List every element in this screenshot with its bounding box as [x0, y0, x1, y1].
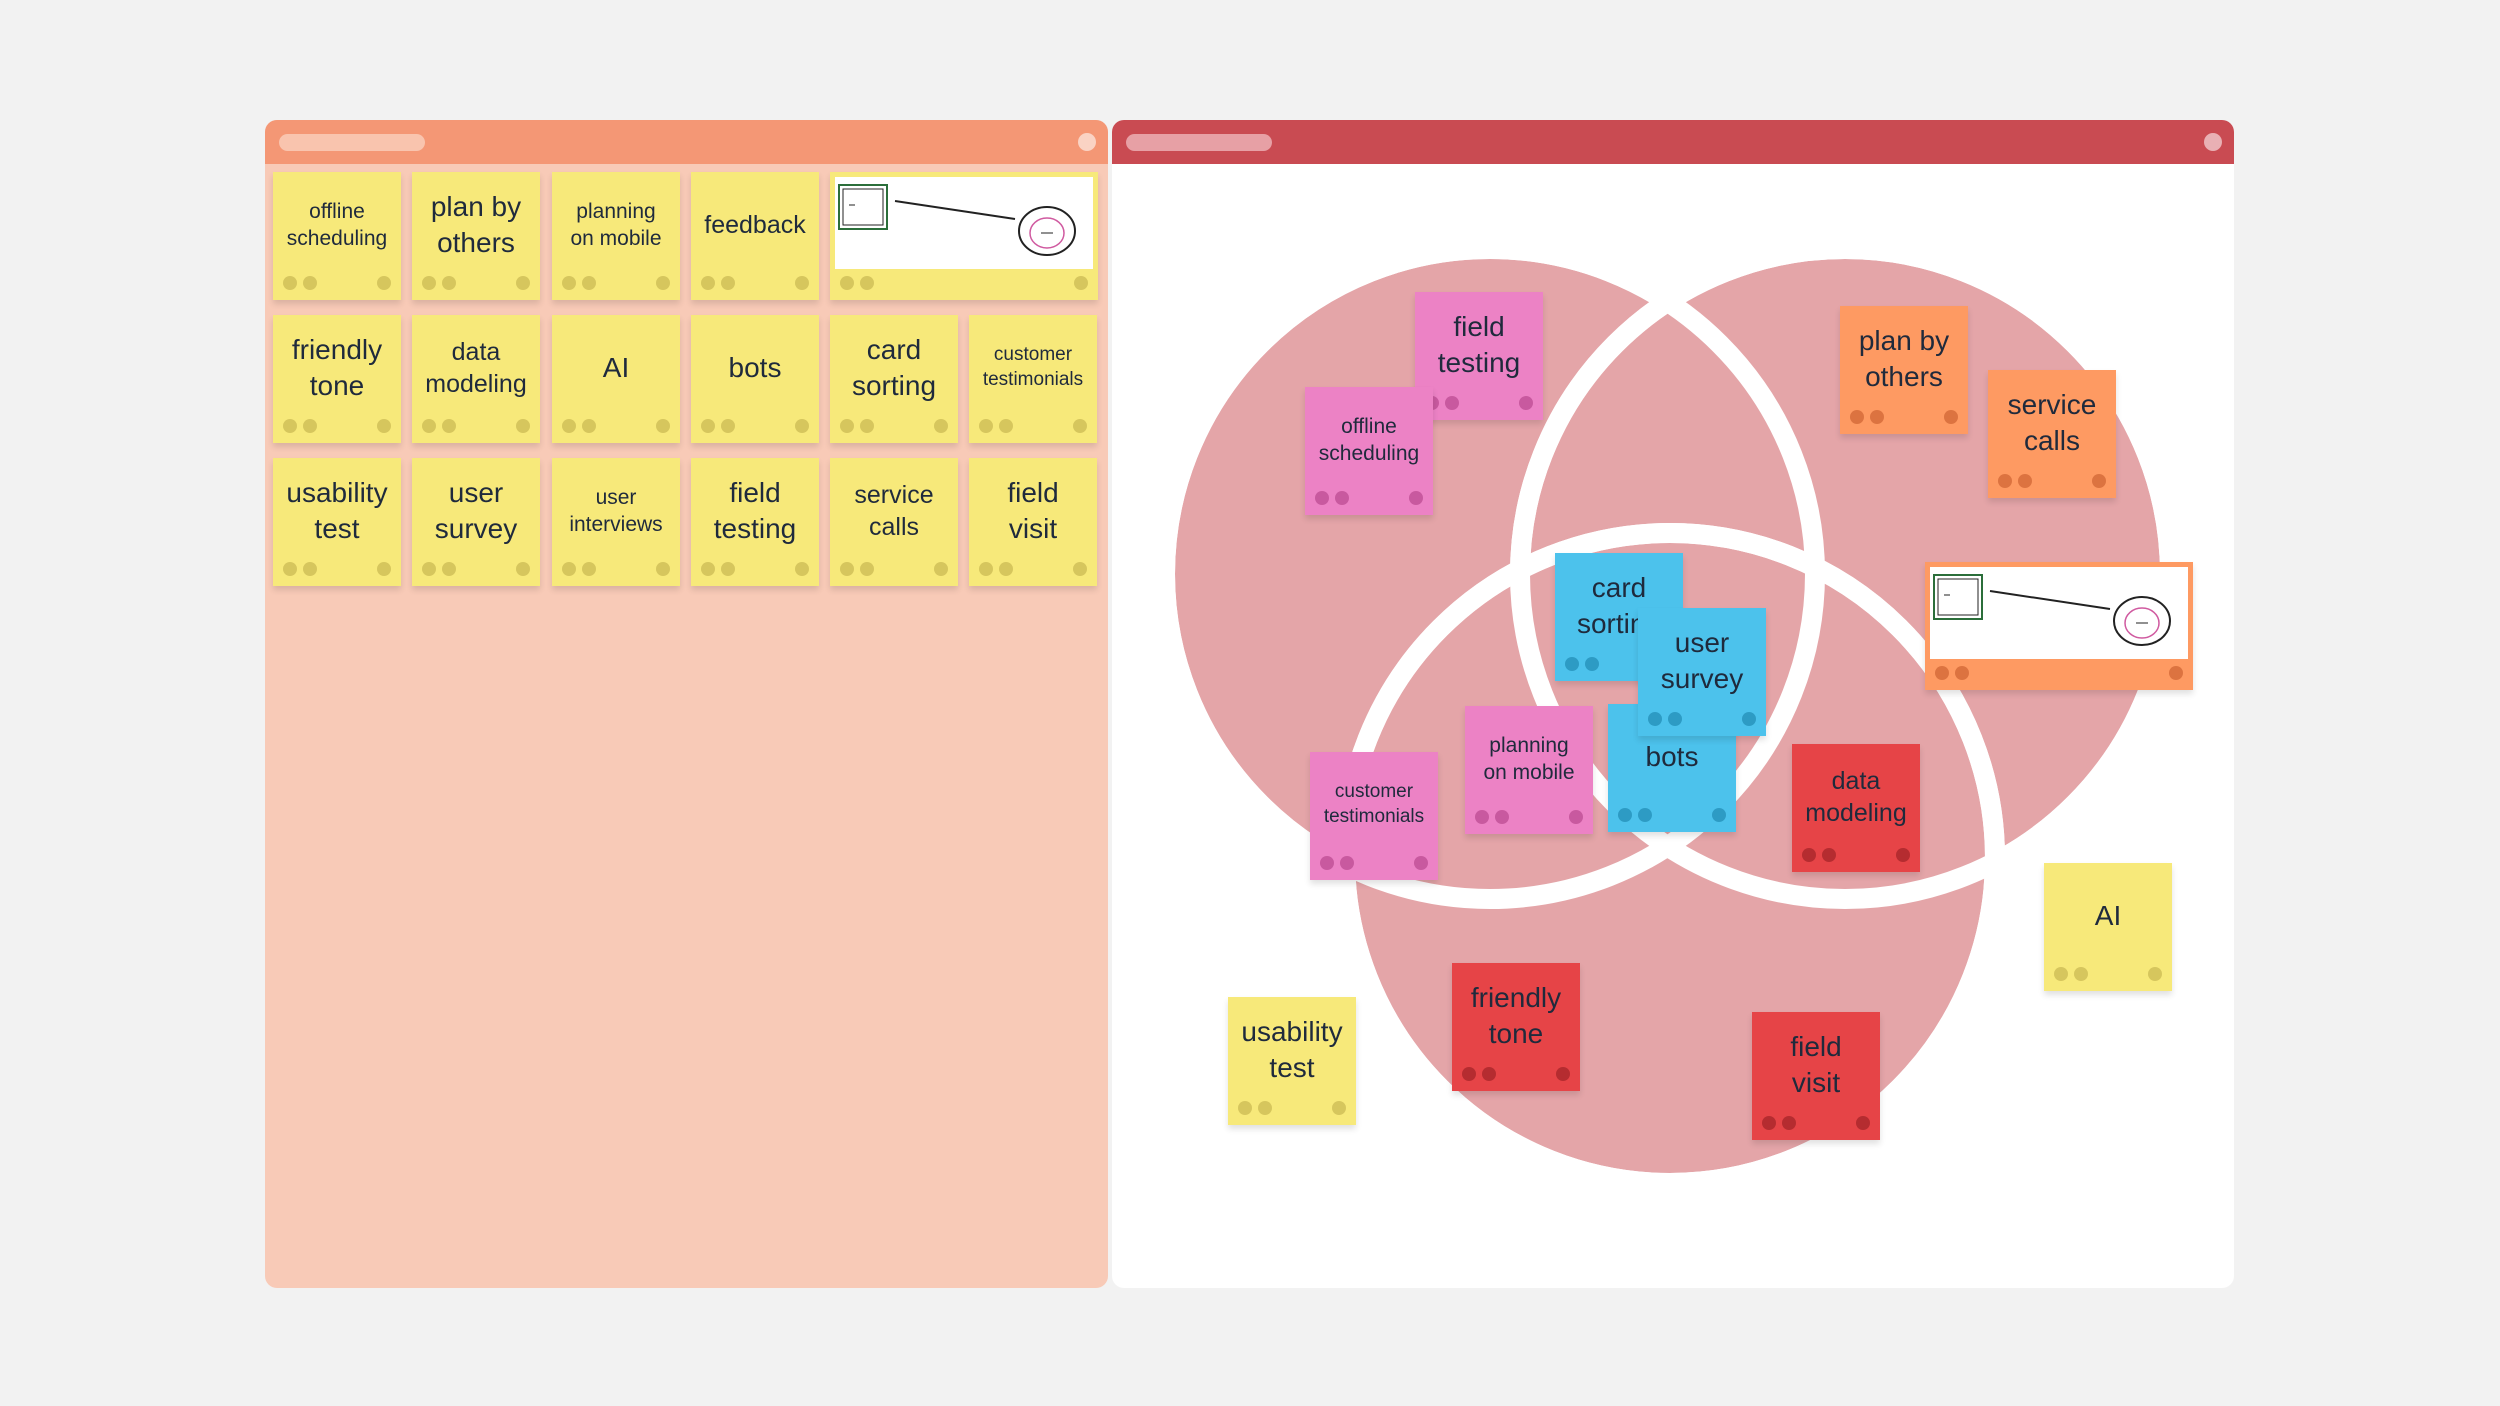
diagram-card[interactable]: [830, 172, 1098, 300]
sticky-note[interactable]: service calls: [830, 458, 958, 586]
note-text: AI: [602, 351, 630, 383]
sticky-note[interactable]: customer testimonials: [969, 315, 1097, 443]
note-text: customer testimonials: [982, 344, 1084, 390]
sticky-note[interactable]: bots: [691, 315, 819, 443]
sticky-note[interactable]: field testing: [1415, 292, 1543, 420]
left-panel-title-placeholder: [279, 134, 425, 151]
note-text: field testing: [1437, 310, 1521, 378]
note-text: user interviews: [569, 485, 663, 536]
sticky-note[interactable]: data modeling: [1792, 744, 1920, 872]
right-panel-header[interactable]: [1112, 120, 2234, 164]
note-text: card sorting: [851, 333, 937, 401]
note-text: feedback: [704, 210, 806, 239]
note-text: offline scheduling: [286, 199, 388, 250]
note-text: usability test: [1241, 1015, 1343, 1083]
sticky-note[interactable]: user interviews: [552, 458, 680, 586]
note-text: bots: [1645, 740, 1699, 772]
left-board-panel[interactable]: [265, 120, 1108, 1288]
diagram-card[interactable]: [1925, 562, 2193, 690]
sticky-note[interactable]: card sorting: [830, 315, 958, 443]
note-text: friendly tone: [1470, 981, 1562, 1049]
sticky-note[interactable]: customer testimonials: [1310, 752, 1438, 880]
note-text: customer testimonials: [1323, 781, 1425, 827]
diagram-thumbnail: [835, 177, 1093, 269]
note-text: field visit: [1007, 476, 1059, 544]
sticky-note[interactable]: feedback: [691, 172, 819, 300]
sticky-note[interactable]: field visit: [969, 458, 1097, 586]
sticky-note[interactable]: plan by others: [1840, 306, 1968, 434]
note-text: field visit: [1790, 1030, 1842, 1098]
right-panel-options-icon[interactable]: [2204, 133, 2222, 151]
note-text: service calls: [2007, 388, 2097, 456]
sticky-note[interactable]: AI: [2044, 863, 2172, 991]
note-text: data modeling: [1805, 766, 1907, 828]
sticky-note[interactable]: planning on mobile: [552, 172, 680, 300]
sticky-note[interactable]: usability test: [273, 458, 401, 586]
sticky-note[interactable]: field visit: [1752, 1012, 1880, 1140]
right-panel-title-placeholder: [1126, 134, 1272, 151]
note-text: offline scheduling: [1318, 414, 1420, 465]
note-text: planning on mobile: [570, 199, 662, 250]
sticky-note[interactable]: offline scheduling: [1305, 387, 1433, 515]
sticky-note[interactable]: friendly tone: [273, 315, 401, 443]
note-text: user survey: [434, 476, 518, 544]
note-text: AI: [2094, 899, 2122, 931]
sticky-note[interactable]: planning on mobile: [1465, 706, 1593, 834]
sticky-note[interactable]: field testing: [691, 458, 819, 586]
sticky-note[interactable]: offline scheduling: [273, 172, 401, 300]
note-text: user survey: [1660, 626, 1744, 694]
sticky-note[interactable]: user survey: [1638, 608, 1766, 736]
diagram-thumbnail: [1930, 567, 2188, 659]
sticky-note[interactable]: usability test: [1228, 997, 1356, 1125]
left-panel-options-icon[interactable]: [1078, 133, 1096, 151]
sticky-note[interactable]: AI: [552, 315, 680, 443]
note-text: bots: [728, 351, 782, 383]
note-text: plan by others: [430, 190, 522, 258]
sticky-note[interactable]: user survey: [412, 458, 540, 586]
note-text: field testing: [713, 476, 797, 544]
sticky-note[interactable]: data modeling: [412, 315, 540, 443]
note-text: usability test: [286, 476, 388, 544]
sticky-note[interactable]: friendly tone: [1452, 963, 1580, 1091]
sticky-note[interactable]: service calls: [1988, 370, 2116, 498]
note-text: service calls: [854, 480, 934, 542]
note-text: plan by others: [1858, 324, 1950, 392]
note-text: data modeling: [425, 337, 527, 399]
note-text: friendly tone: [291, 333, 383, 401]
sticky-note[interactable]: plan by others: [412, 172, 540, 300]
left-panel-header[interactable]: [265, 120, 1108, 164]
note-text: planning on mobile: [1483, 733, 1575, 784]
